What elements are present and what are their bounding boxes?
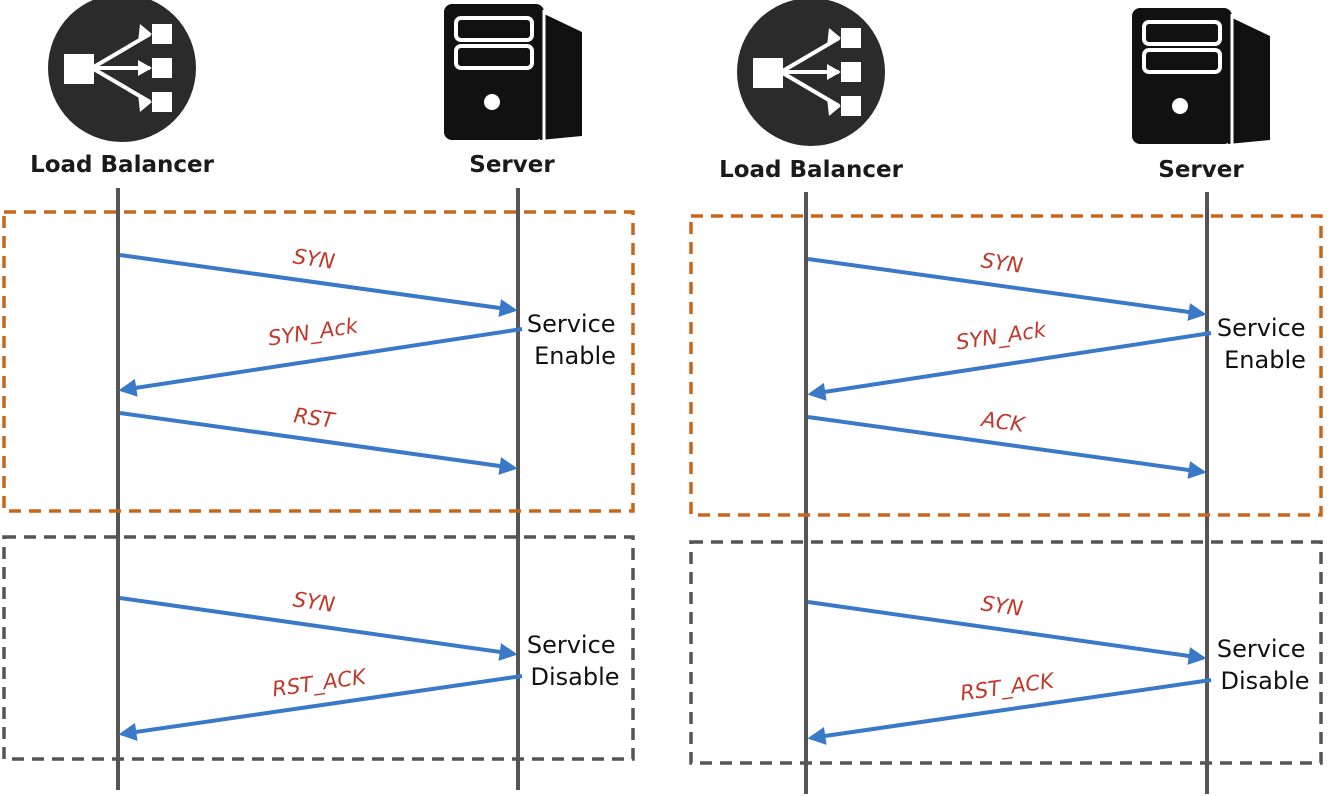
load-balancer-label: Load Balancer [719, 157, 904, 183]
message-arrow [807, 678, 1212, 745]
service-state-label: Service Disable [1217, 635, 1313, 695]
message-label: RST_ACK [959, 668, 1058, 706]
message-arrow [119, 596, 518, 661]
service-disable-box [689, 540, 1323, 765]
load-balancer-icon [48, 0, 196, 142]
server-label: Server [469, 152, 555, 178]
message-arrow [119, 411, 518, 475]
message-arrow [807, 415, 1207, 479]
message-label: SYN [980, 591, 1025, 621]
load-balancer-label: Load Balancer [30, 152, 215, 178]
server-icon [444, 4, 582, 140]
message-label: RST [292, 403, 338, 433]
load-balancer-icon [737, 0, 885, 146]
message-arrow [118, 674, 523, 741]
panel-left: Load Balancer Server SYN SYN_Ack RST Ser… [2, 0, 635, 790]
message-arrow [807, 257, 1207, 321]
message-label: ACK [978, 407, 1028, 437]
server-label: Server [1158, 157, 1244, 183]
server-icon [1132, 8, 1270, 144]
message-arrow [807, 600, 1207, 665]
service-enable-box [689, 214, 1323, 517]
message-arrow [807, 331, 1212, 401]
message-arrow [118, 327, 523, 397]
message-label: SYN_Ack [954, 317, 1048, 355]
service-state-label: Service Enable [1217, 314, 1313, 374]
service-state-label: Service Enable [527, 310, 623, 370]
message-label: SYN_Ack [266, 313, 360, 351]
panel-right: Load Balancer Server SYN SYN_Ack ACK Ser… [689, 0, 1323, 794]
message-label: SYN [980, 248, 1025, 278]
service-disable-box [2, 535, 635, 761]
message-label: SYN [292, 587, 337, 617]
service-enable-box [2, 210, 635, 513]
service-state-label: Service Disable [527, 631, 623, 691]
message-arrow [119, 253, 518, 317]
message-label: RST_ACK [271, 664, 370, 702]
message-label: SYN [292, 244, 337, 274]
